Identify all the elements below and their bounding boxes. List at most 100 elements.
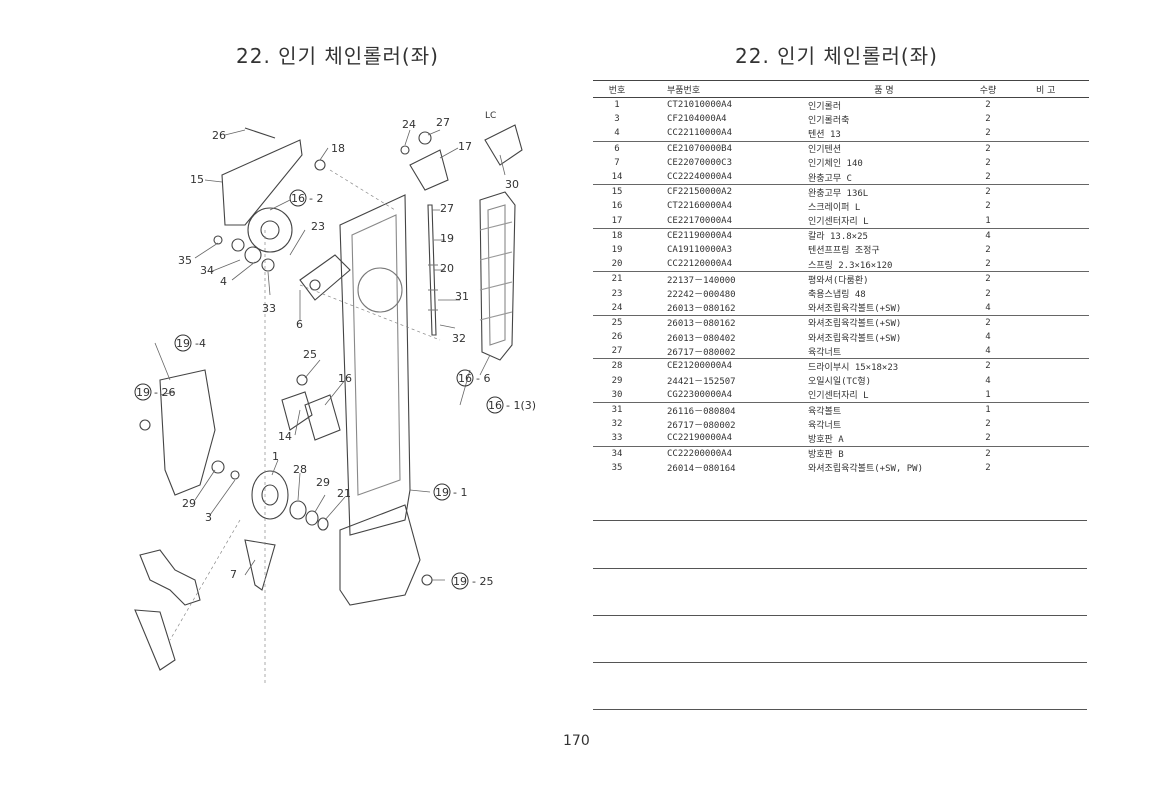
row-remark [1016, 112, 1089, 126]
row-quantity: 2 [985, 244, 991, 255]
callout-21: 21 [337, 487, 351, 500]
row-part-number: CC22120000A4 [641, 257, 808, 273]
lc-bracket [484, 124, 523, 166]
row-number: 26 [611, 332, 623, 343]
row-part-number: CT21010000A4 [667, 100, 733, 111]
header-number: 번호 [593, 80, 641, 98]
callout-30: 30 [505, 178, 519, 191]
callout-20: 20 [440, 262, 454, 275]
row-part-name: 육각너트 [808, 344, 960, 360]
blank-row-line [593, 520, 1087, 521]
row-quantity: 1 [960, 387, 1016, 403]
exploded-parts-diagram: 26 18 15 16 - 2 23 35 34 4 33 6 24 27 17… [134, 111, 536, 685]
callout-6b: - 6 [476, 372, 490, 385]
row-quantity: 2 [985, 317, 991, 328]
row-number: 21 [611, 274, 623, 285]
row-part-name: 인기텐션 [808, 145, 842, 156]
row-part-number: CE21070000B4 [667, 143, 733, 154]
header-remarks: 비 고 [1016, 80, 1089, 98]
row-part-name: 텐션 13 [808, 126, 960, 142]
row-part-name: 인기체인 140 [808, 159, 863, 170]
row-quantity: 2 [960, 431, 1016, 447]
row-part-name: 스크레이퍼 L [808, 202, 861, 213]
row-part-number: 26013－080162 [641, 300, 808, 316]
callout-4b: -4 [195, 337, 206, 350]
sprocket [247, 207, 293, 253]
row-number: 18 [611, 230, 623, 241]
row-part-number: 22137－140000 [667, 275, 736, 286]
lower-guard-left [159, 369, 216, 496]
row-number: 35 [611, 462, 623, 473]
row-part-name: 육각너트 [808, 420, 842, 431]
callout-16-6-circled: 16 [458, 372, 472, 385]
chain-guide-right [479, 191, 516, 361]
callout-29b: 29 [182, 497, 196, 510]
callout-18: 18 [331, 142, 345, 155]
callout-31: 31 [455, 290, 469, 303]
callout-25b: - 25 [472, 575, 493, 588]
row-part-number: CE21200000A4 [667, 361, 733, 372]
callout-19-26-circled: 19 [136, 386, 150, 399]
row-part-name: 와셔조립육각볼트(+SW, PW) [808, 464, 924, 475]
row-part-number: CT22160000A4 [667, 201, 733, 212]
row-part-number: 26014－080164 [667, 464, 736, 475]
callout-33: 33 [262, 302, 276, 315]
row-remark [1016, 243, 1089, 257]
row-quantity: 2 [985, 462, 991, 473]
row-number: 15 [611, 187, 623, 198]
row-part-number: 26013－080162 [667, 319, 736, 330]
row-part-name: 완충고무 136L [808, 188, 869, 199]
row-part-name: 완충고무 C [808, 169, 960, 186]
callout-29: 29 [316, 476, 330, 489]
blank-row-line [593, 615, 1087, 616]
row-part-number: CC22190000A4 [641, 431, 808, 447]
tension-bolt [427, 204, 437, 336]
row-part-name: 축용스냅링 48 [808, 290, 866, 301]
row-part-number: CC22110000A4 [641, 126, 808, 142]
callout-17: 17 [458, 140, 472, 153]
row-number: 27 [593, 344, 641, 360]
row-part-number: CC22240000A4 [641, 169, 808, 186]
row-part-name: 인기센터자리 L [808, 387, 960, 403]
row-number: 17 [593, 213, 641, 229]
row-number: 7 [614, 157, 620, 168]
roller [251, 470, 289, 520]
callout-34: 34 [200, 264, 214, 277]
callout-3: 3 [205, 511, 212, 524]
row-quantity: 4 [960, 344, 1016, 360]
row-quantity: 2 [960, 257, 1016, 273]
row-part-name: 와셔조립육각볼트(+SW) [808, 333, 902, 344]
row-quantity: 2 [985, 448, 991, 459]
table-header-row: 번호 부품번호 품 명 수량 비 고 [593, 80, 1089, 98]
callout-26: 26 [212, 129, 226, 142]
row-number: 25 [611, 317, 623, 328]
row-remark [1016, 257, 1089, 273]
side-frame [339, 194, 411, 536]
tension-arm [299, 254, 351, 301]
row-remark [1016, 272, 1089, 287]
row-remark [1016, 359, 1089, 374]
lower-guard-plate [339, 504, 421, 606]
row-remark [1016, 387, 1089, 403]
row-number: 32 [611, 419, 623, 430]
row-quantity: 4 [960, 300, 1016, 316]
row-part-number: 26116－080804 [667, 406, 736, 417]
callout-19-4-circled: 19 [176, 337, 190, 350]
row-number: 30 [593, 387, 641, 403]
row-quantity: 2 [985, 419, 991, 430]
row-part-name: 방호판 A [808, 431, 960, 447]
row-part-name: 와셔조립육각볼트(+SW) [808, 300, 960, 316]
callout-16b: 16 [338, 372, 352, 385]
callout-1b: - 1 [453, 486, 467, 499]
